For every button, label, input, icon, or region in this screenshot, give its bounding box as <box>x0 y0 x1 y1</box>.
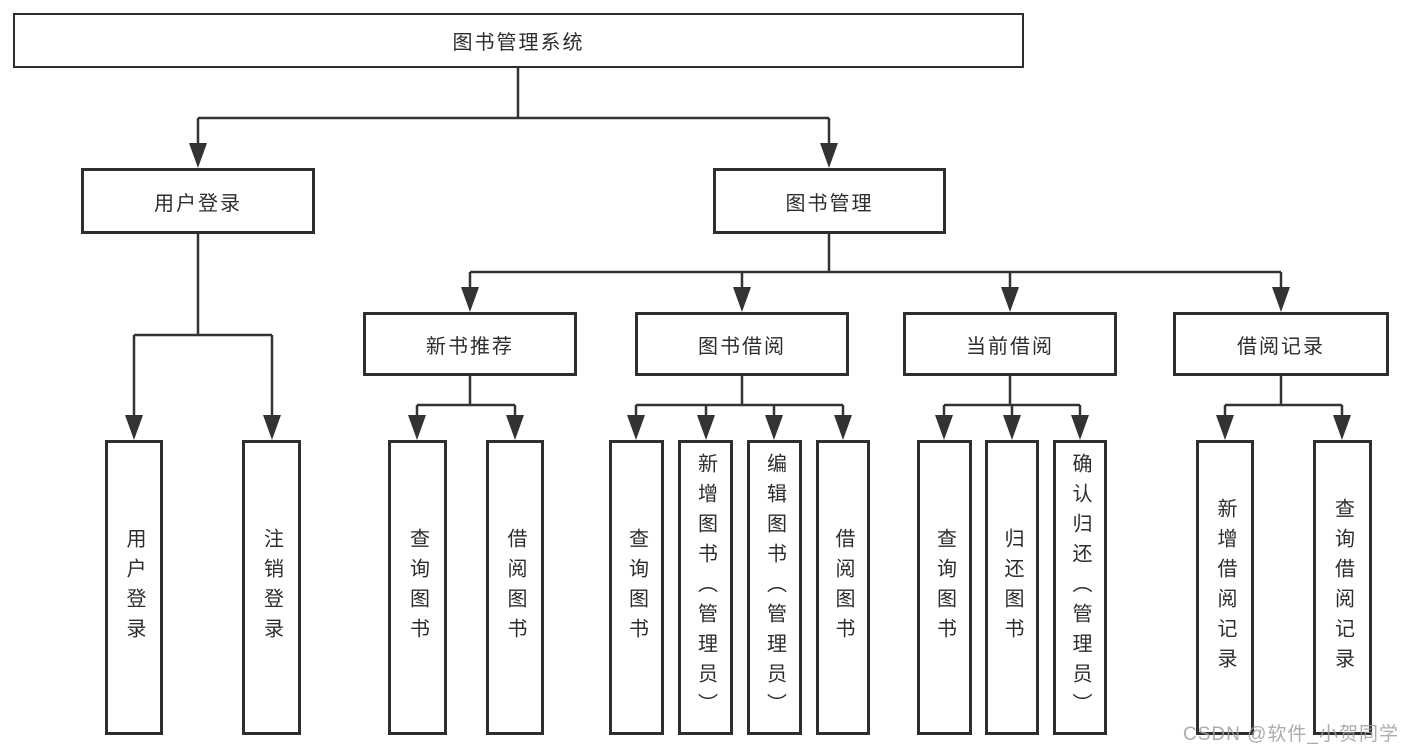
leaf-query-borrow-record: 查询借阅记录 <box>1313 440 1372 735</box>
leaf-label: 查询借阅记录 <box>1331 497 1354 678</box>
leaf-return-books: 归还图书 <box>985 440 1039 735</box>
leaf-label: 用户登录 <box>123 527 145 648</box>
node-label: 用户登录 <box>154 192 242 215</box>
arrowhead-icons <box>125 143 1351 440</box>
leaf-label: 新增图书（管理员） <box>694 452 717 723</box>
leaf-edit-books-admin: 编辑图书（管理员） <box>747 440 802 735</box>
leaf-borrow-books-recommend: 借阅图书 <box>486 440 544 735</box>
node-book-management: 图书管理 <box>713 168 946 234</box>
csdn-watermark: CSDN @软件_小贺同学 <box>1183 724 1399 745</box>
leaf-borrow-books: 借阅图书 <box>816 440 870 735</box>
leaf-confirm-return-admin: 确认归还（管理员） <box>1053 440 1107 735</box>
leaf-query-books-current: 查询图书 <box>917 440 972 735</box>
node-label: 图书借阅 <box>698 335 786 358</box>
node-borrowing-records: 借阅记录 <box>1173 312 1389 376</box>
leaf-query-books-recommend: 查询图书 <box>388 440 447 735</box>
leaf-label: 注销登录 <box>260 527 283 648</box>
leaf-label: 新增借阅记录 <box>1214 497 1236 678</box>
node-new-book-recommend: 新书推荐 <box>363 312 577 376</box>
leaf-label: 查询图书 <box>625 527 648 648</box>
node-book-borrowing: 图书借阅 <box>635 312 849 376</box>
leaf-query-books-borrowing: 查询图书 <box>609 440 664 735</box>
node-user-login: 用户登录 <box>81 168 315 234</box>
leaf-label: 编辑图书（管理员） <box>763 452 786 723</box>
leaf-label: 确认归还（管理员） <box>1069 452 1091 723</box>
leaf-label: 借阅图书 <box>504 527 526 648</box>
node-label: 当前借阅 <box>966 335 1054 358</box>
leaf-label: 查询图书 <box>933 527 956 648</box>
leaf-add-books-admin: 新增图书（管理员） <box>678 440 733 735</box>
leaf-label: 归还图书 <box>1001 527 1023 648</box>
leaf-logout: 注销登录 <box>242 440 301 735</box>
node-current-borrowing: 当前借阅 <box>903 312 1117 376</box>
leaf-add-borrow-record: 新增借阅记录 <box>1196 440 1254 735</box>
leaf-label: 借阅图书 <box>832 527 854 648</box>
node-label: 借阅记录 <box>1237 335 1325 358</box>
node-label: 图书管理 <box>785 192 874 215</box>
node-library-management-system: 图书管理系统 <box>13 13 1024 68</box>
node-label: 新书推荐 <box>426 335 514 358</box>
leaf-label: 查询图书 <box>406 527 429 648</box>
leaf-user-login: 用户登录 <box>105 440 163 735</box>
node-label: 图书管理系统 <box>452 32 585 54</box>
